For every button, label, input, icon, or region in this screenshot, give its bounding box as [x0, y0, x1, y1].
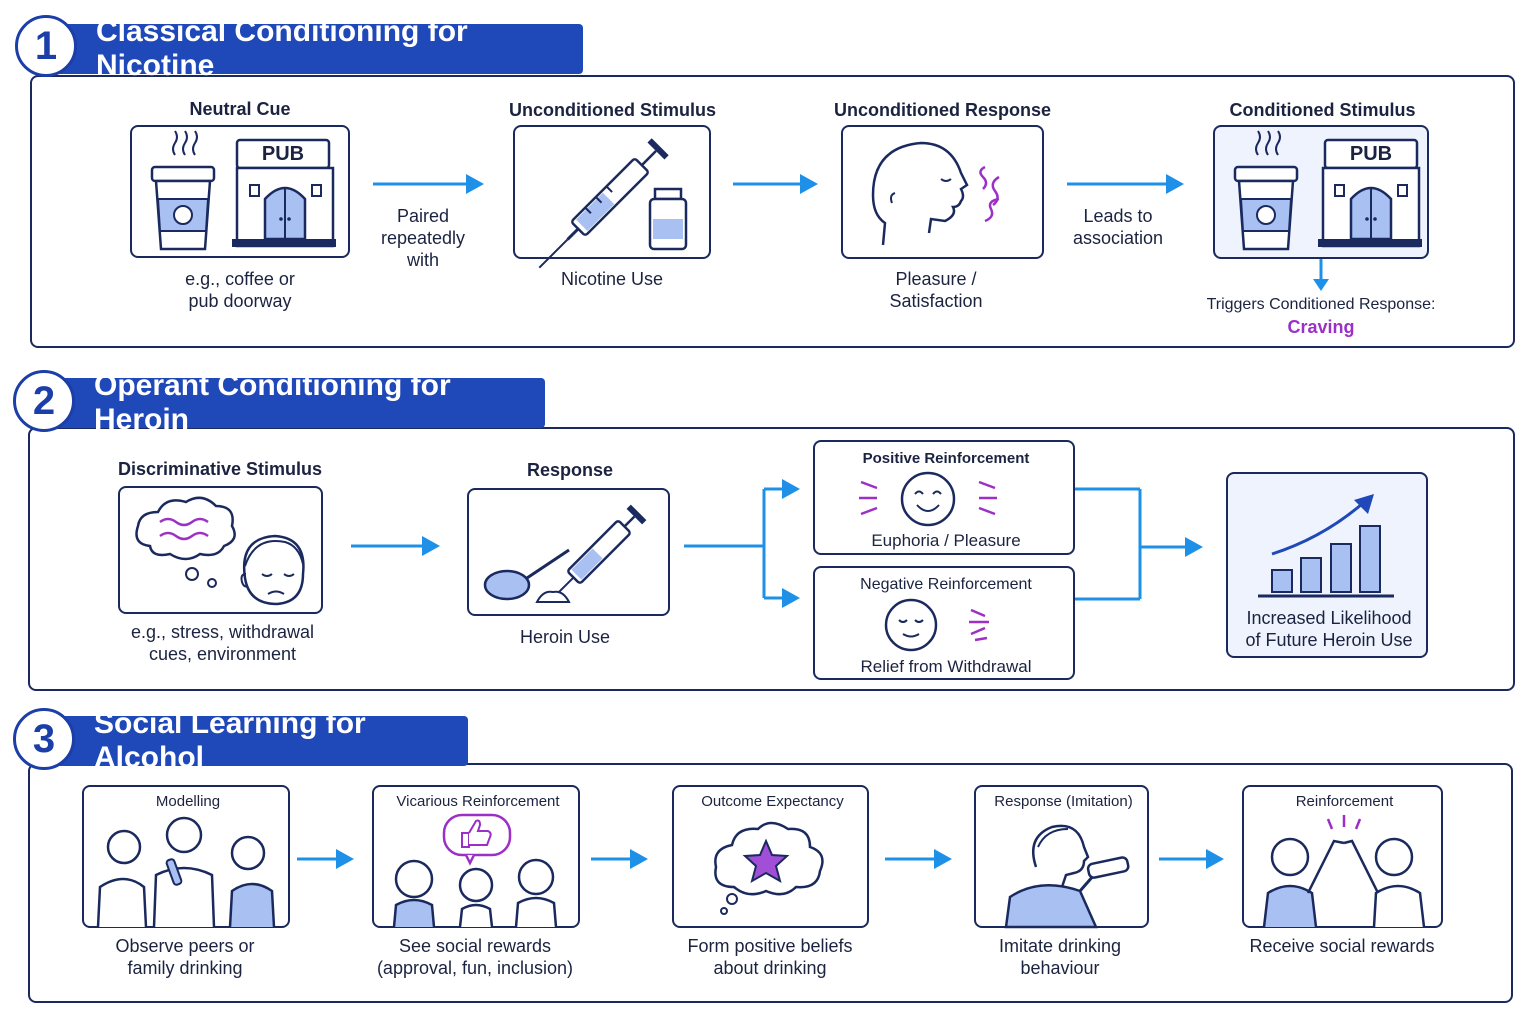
neutral-cue-caption-line2: pub doorway [188, 291, 292, 311]
bar-chart-up-icon [1258, 494, 1394, 598]
modelling-caption-line1: Observe peers or [115, 936, 255, 956]
section3-title: Social Learning for Alcohol [28, 707, 468, 774]
pub-sign-label: PUB [1349, 143, 1393, 165]
arrow-right-icon [1067, 174, 1184, 194]
paired-label-line1: Paired [396, 206, 450, 226]
syringe-icon [554, 504, 647, 597]
neutral-cue-box: PUB [130, 125, 350, 258]
vicarious-heading: Vicarious Reinforcement [396, 793, 560, 810]
modelling-box: Modelling [82, 785, 290, 928]
increased-likelihood-line1: Increased Likelihood [1246, 608, 1412, 628]
reinforcement-caption-line1: Receive social rewards [1249, 936, 1435, 956]
arrow-right-icon [297, 849, 354, 869]
unconditioned-stimulus-heading: Unconditioned Stimulus [509, 100, 716, 120]
heroin-use-caption: Heroin Use [519, 627, 611, 647]
arrow-right-icon [733, 174, 818, 194]
craving-label: Craving [1287, 317, 1355, 337]
unconditioned-response-box [841, 125, 1044, 259]
outcome-expectancy-box: Outcome Expectancy [672, 785, 869, 928]
pleasure-caption-line1: Pleasure / [895, 269, 977, 289]
nicotine-use-caption: Nicotine Use [560, 269, 664, 289]
paired-label-line3: with [406, 250, 439, 270]
reinforcement-heading: Reinforcement [1295, 793, 1394, 810]
drinking-person-icon [1004, 824, 1130, 929]
section1-title: Classical Conditioning for Nicotine [30, 15, 583, 82]
arrow-right-icon [591, 849, 648, 869]
worried-face-icon [240, 534, 305, 606]
calm-face-icon [884, 598, 989, 652]
coffee-pub-illustration [150, 130, 336, 251]
modelling-heading: Modelling [155, 793, 221, 810]
coffee-cup-icon [1233, 130, 1299, 251]
unconditioned-response-heading: Unconditioned Response [833, 100, 1051, 120]
spoon-icon [483, 548, 570, 601]
imitation-caption-line2: behaviour [1020, 958, 1100, 978]
section2-number-badge: 2 [13, 370, 75, 432]
response-heading: Response [526, 460, 614, 480]
branch-arrows [684, 479, 800, 608]
pub-icon [1318, 138, 1422, 248]
imitation-caption-line1: Imitate drinking [998, 936, 1122, 956]
triggers-conditioned-response: Triggers Conditioned Response: [1206, 296, 1436, 313]
vicarious-caption-line1: See social rewards [398, 936, 552, 956]
response-box [467, 488, 670, 616]
increased-likelihood-line2: of Future Heroin Use [1245, 630, 1413, 650]
leads-to-label-line1: Leads to [1083, 206, 1153, 226]
modelling-caption-line2: family drinking [127, 958, 243, 978]
negative-reinforcement-box: Negative Reinforcement Relief from Withd… [813, 566, 1075, 680]
thumbs-up-icon [442, 813, 512, 866]
leads-to-label-line2: association [1072, 228, 1164, 248]
outcome-expectancy-caption-line2: about drinking [713, 958, 827, 978]
discriminative-caption-line2: cues, environment [148, 644, 297, 664]
increased-likelihood-box: Increased Likelihood of Future Heroin Us… [1226, 472, 1428, 658]
arrow-down-icon [1313, 259, 1329, 291]
response-imitation-box: Response (Imitation) [974, 785, 1149, 929]
unconditioned-stimulus-box [513, 125, 711, 269]
section3-number-badge: 3 [13, 708, 75, 770]
discriminative-stimulus-box [118, 486, 323, 614]
people-drinking-icon [96, 816, 276, 928]
discriminative-caption-line1: e.g., stress, withdrawal [130, 622, 315, 642]
high-five-icon [1262, 815, 1426, 928]
positive-reinforcement-box: Positive Reinforcement Euphoria / Pleasu… [813, 440, 1075, 555]
arrow-right-icon [373, 174, 484, 194]
coffee-cup-icon [150, 130, 216, 251]
discriminative-stimulus-heading: Discriminative Stimulus [117, 459, 323, 479]
arrow-right-icon [1159, 849, 1224, 869]
section2-title: Operant Conditioning for Heroin [28, 369, 545, 436]
pub-icon [232, 138, 336, 248]
vicarious-reinforcement-box: Vicarious Reinforcement [372, 785, 580, 928]
pleasure-caption-line2: Satisfaction [889, 291, 983, 311]
arrow-right-icon [351, 536, 440, 556]
thought-cloud-icon [135, 496, 236, 588]
euphoria-caption: Euphoria / Pleasure [871, 531, 1021, 550]
relief-caption: Relief from Withdrawal [860, 657, 1032, 676]
neutral-cue-caption-line1: e.g., coffee or [185, 269, 295, 289]
section1-number-badge: 1 [15, 15, 77, 77]
negative-reinforcement-heading: Negative Reinforcement [860, 576, 1032, 593]
arrow-right-icon [782, 479, 800, 499]
outcome-expectancy-heading: Outcome Expectancy [701, 793, 844, 810]
paired-label-line2: repeatedly [380, 228, 466, 248]
vial-icon [648, 187, 688, 251]
smile-face-icon [859, 471, 997, 527]
vicarious-caption-line2: (approval, fun, inclusion) [376, 958, 574, 978]
pub-sign-label: PUB [261, 143, 305, 165]
positive-reinforcement-heading: Positive Reinforcement [862, 450, 1030, 467]
neutral-cue-heading: Neutral Cue [189, 99, 291, 119]
arrow-right-icon [1185, 537, 1203, 557]
arrow-right-icon [885, 849, 952, 869]
conditioned-stimulus-heading: Conditioned Stimulus [1229, 100, 1416, 120]
response-imitation-heading: Response (Imitation) [994, 793, 1133, 810]
star-cloud-icon [714, 821, 824, 915]
conditioned-stimulus-box: PUB [1213, 125, 1429, 259]
arrow-right-icon [782, 588, 800, 608]
merge-arrows [1075, 487, 1203, 601]
outcome-expectancy-caption-line1: Form positive beliefs [687, 936, 853, 956]
syringe-icon [538, 138, 669, 269]
face-exhale-icon [871, 141, 1000, 246]
reinforcement-box: Reinforcement [1242, 785, 1443, 928]
